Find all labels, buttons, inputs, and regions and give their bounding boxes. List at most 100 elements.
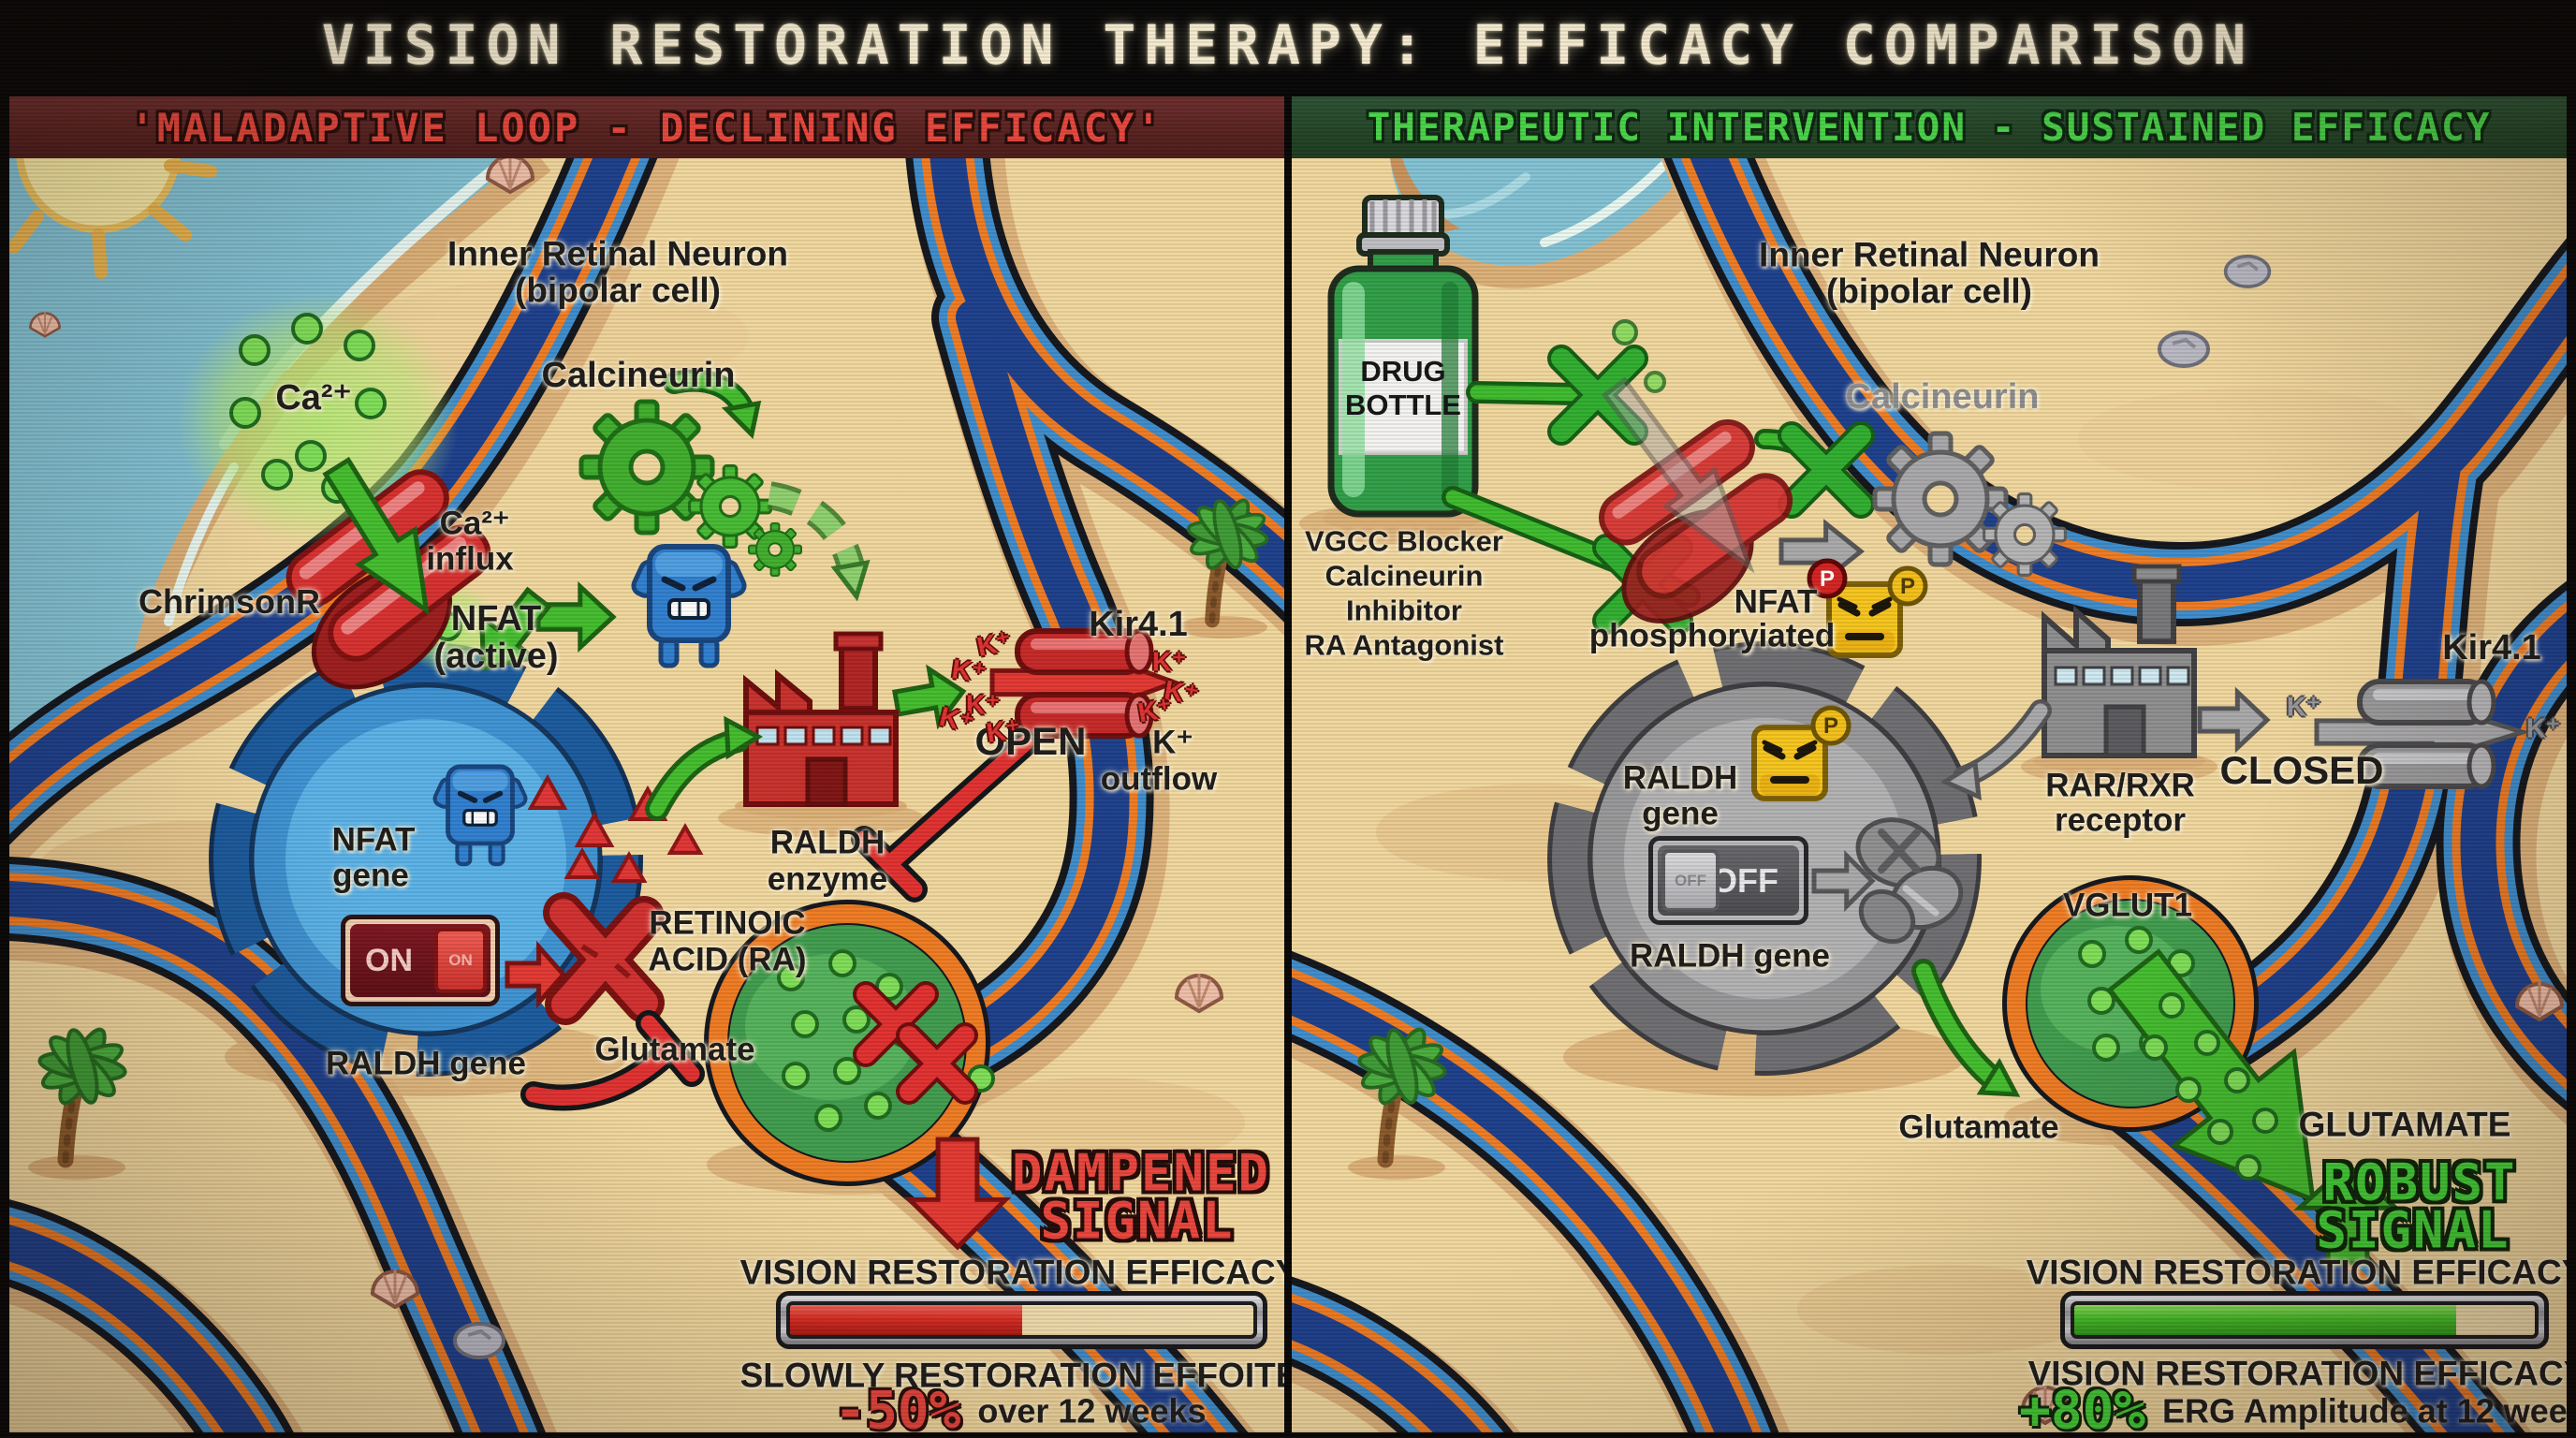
dampened-text-line1: DAMPENED: [1011, 1143, 1271, 1203]
p-badge: P: [1820, 566, 1835, 592]
delta-row: -50% over 12 weeks: [834, 1381, 1206, 1433]
therapeutic-intervention-panel: P P P: [1292, 158, 2567, 1432]
drug-list-line2: Calcineurin: [1325, 559, 1484, 593]
chrimsonr-label: ChrimsonR: [138, 582, 321, 621]
neuron-label-line2: (bipolar cell): [515, 271, 721, 310]
rar-label-line2: receptor: [2054, 801, 2187, 839]
k-outflow-label-line2: outflow: [1100, 760, 1218, 798]
rar-label-line1: RAR/RXR: [2045, 767, 2195, 804]
efficacy-title: VISION RESTORATION EFFICACY: [2026, 1253, 2567, 1292]
k-ion: K⁺: [949, 654, 988, 689]
chrimsonr-blocked-icon: [1573, 370, 1793, 624]
retinoic-acid-label-line2: ACID (RA): [648, 941, 807, 978]
raldh-gene-label: RALDH gene: [326, 1045, 526, 1082]
right-header-text: THERAPEUTIC INTERVENTION - SUSTAINED EFF…: [1367, 105, 2492, 150]
vglut-to-pool-arrow: [1916, 963, 2003, 1089]
nfat-gene-label-line2: gene: [332, 857, 409, 894]
robust-text-line2: SIGNAL: [2316, 1200, 2510, 1260]
raldh-enzyme-label-line1: RALDH: [769, 824, 886, 861]
delta-value: -50%: [834, 1380, 961, 1433]
glutamate-release-arrow: [2074, 924, 2373, 1246]
nfat-gene-label-line1: NFAT: [331, 821, 416, 858]
switch-knob: OFF: [1661, 849, 1720, 912]
dampened-text-line2: SIGNAL: [1040, 1191, 1235, 1251]
ra-receptor-icon: [543, 892, 665, 1025]
nfat-active-label-line2: (active): [433, 637, 559, 676]
k-ion: K⁺: [1135, 693, 1175, 729]
raldh-gene-switch-off: OFF OFF: [1648, 836, 1808, 925]
switch-knob: ON: [434, 928, 487, 993]
bar-caption: SLOWLY RESTORATION EFFOITE: [739, 1356, 1284, 1395]
bottle-label-line2: BOTTLE: [1345, 389, 1461, 421]
calcineurin-inactive-label: Calcineurin: [1845, 377, 2040, 417]
blocked-release-x-icon: [853, 981, 978, 1105]
kir-label: Kir4.1: [1089, 605, 1188, 644]
neuron-label-line1: Inner Retinal Neuron: [1759, 235, 2100, 274]
k-outflow-label-line1: K⁺: [1152, 724, 1193, 761]
open-label: OPEN: [974, 719, 1087, 763]
kir-inhibition-tbar: [851, 730, 1038, 902]
drug-list-line4: RA Antagonist: [1304, 628, 1504, 662]
switch-on-label: ON: [365, 942, 413, 978]
vglut1-label: VGLUT1: [2062, 887, 2193, 924]
ca-influx-label-line1: Ca²⁺: [439, 505, 510, 542]
meter-fill: [790, 1305, 1022, 1335]
bar-caption: VISION RESTORATION EFFICACY: [2027, 1354, 2567, 1393]
nfat-phosphorylated-nucleus-icon: P: [1754, 705, 1852, 799]
rock-icon: [2158, 330, 2210, 368]
raldh-gene-bottom-label: RALDH gene: [1630, 937, 1830, 975]
efficacy-meter: [2060, 1291, 2549, 1349]
drug-list-line1: VGCC Blocker: [1305, 524, 1503, 558]
maladaptive-loop-panel: Inner Retinal Neuron (bipolar cell) Ca²⁺…: [9, 158, 1284, 1432]
glutamate-label: Glutamate: [1898, 1108, 2059, 1146]
delta-caption: ERG Amplitude at 12 weeks: [2162, 1391, 2567, 1430]
left-panel-header: 'MALADAPTIVE LOOP - DECLINING EFFICACY': [9, 96, 1284, 158]
ca-influx-label-line2: influx: [426, 540, 514, 578]
nfat-active-label-line1: NFAT: [450, 599, 542, 638]
robust-text-line1: ROBUST: [2322, 1152, 2517, 1212]
k-ion: K⁺: [1151, 647, 1187, 678]
neuron-label-line1: Inner Retinal Neuron: [447, 234, 788, 273]
raldh-factory-icon: [735, 631, 907, 819]
receptor-inactive-icon: [1855, 817, 1964, 945]
page-title: VISION RESTORATION THERAPY: EFFICACY COM…: [321, 13, 2255, 77]
k-ion: K⁺: [2525, 713, 2561, 744]
closed-label: CLOSED: [2219, 748, 2384, 792]
raldh-gene-label-line2: gene: [1642, 795, 1719, 832]
delta-caption: over 12 weeks: [977, 1391, 1207, 1430]
raldh-enzyme-label-line2: enzyme: [767, 860, 888, 898]
meter-fill: [2074, 1305, 2457, 1335]
neuron-label-line2: (bipolar cell): [1826, 271, 2032, 311]
right-panel-header: THERAPEUTIC INTERVENTION - SUSTAINED EFF…: [1292, 96, 2567, 158]
drug-list-line3: Inhibitor: [1346, 594, 1462, 627]
raldh-gene-label-line1: RALDH: [1622, 759, 1738, 797]
left-panel-illustration: [9, 158, 1284, 1432]
k-ion: K⁺: [965, 690, 1001, 721]
delta-value: +80%: [2019, 1380, 2146, 1433]
switch-off-label: OFF: [1711, 860, 1778, 900]
switch-track: ON ON: [350, 924, 490, 997]
left-header-text: 'MALADAPTIVE LOOP - DECLINING EFFICACY': [130, 104, 1164, 151]
drug-bottle-icon: [1323, 195, 1482, 534]
k-ion: K⁺: [984, 714, 1023, 749]
meter-track: [786, 1301, 1257, 1339]
rar-rxr-factory-icon: [2033, 564, 2205, 774]
bottle-label-line1: DRUG: [1360, 355, 1446, 388]
nfat-phosphorylated-icon: P P: [1807, 558, 1928, 655]
kir-label: Kir4.1: [2442, 628, 2541, 668]
nfat-phos-label-line2: phosphoryiated: [1588, 617, 1836, 654]
meter-track: [2071, 1301, 2539, 1339]
raldh-gene-switch: ON ON: [341, 915, 500, 1006]
switch-track: OFF OFF: [1658, 845, 1799, 916]
efficacy-meter: [776, 1291, 1267, 1349]
kir41-channel-icon: [1015, 628, 1154, 739]
right-panel-illustration: P P P: [1292, 158, 2567, 1432]
calcineurin-label: Calcineurin: [541, 356, 736, 395]
rock-icon: [2223, 254, 2272, 289]
efficacy-title: VISION RESTORATION EFFICACY: [739, 1253, 1284, 1292]
nfat-phos-label-line1: NFAT: [1734, 583, 1818, 621]
glutamate-label: Glutamate: [594, 1031, 755, 1068]
calcium-label: Ca²⁺: [275, 378, 352, 418]
sun-icon: [9, 158, 217, 279]
delta-row: +80% ERG Amplitude at 12 weeks: [2019, 1381, 2567, 1433]
